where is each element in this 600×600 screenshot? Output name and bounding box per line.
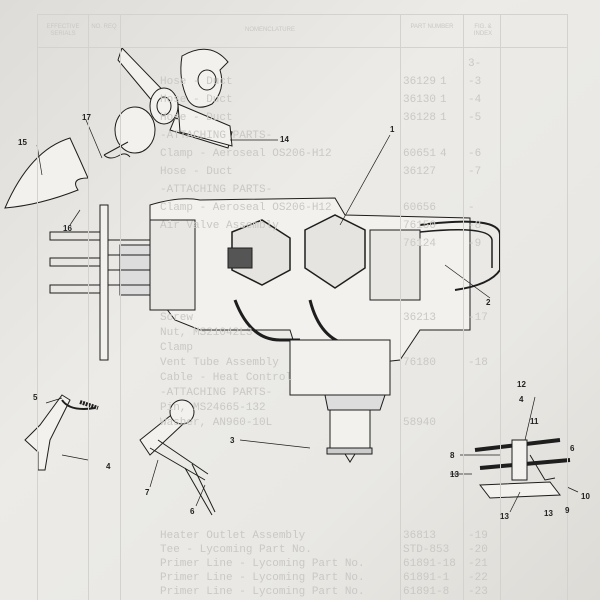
spinner-bulkhead xyxy=(103,106,156,159)
engine-assembly xyxy=(49,197,501,463)
lever-detail xyxy=(139,399,216,516)
bracket-detail xyxy=(474,438,571,499)
propeller xyxy=(117,47,233,149)
spinner xyxy=(4,137,89,209)
throttle-arm-detail xyxy=(24,394,99,471)
